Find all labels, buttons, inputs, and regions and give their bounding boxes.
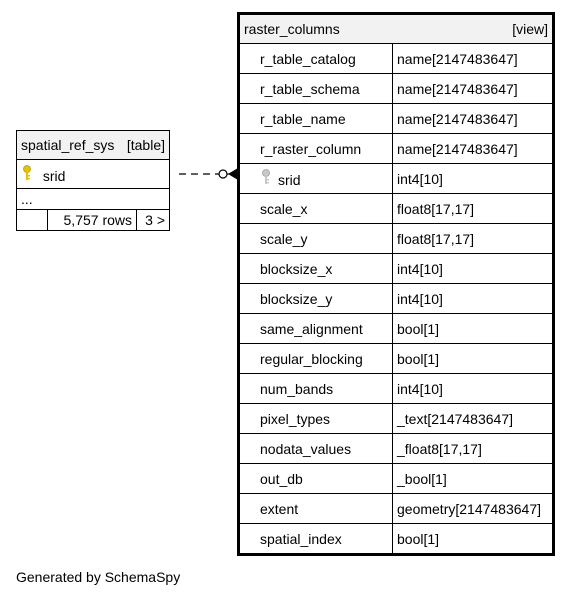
column-name-cell: spatial_index	[238, 523, 393, 555]
column-type: bool[1]	[392, 343, 554, 374]
column-name: scale_y	[260, 230, 308, 247]
column-name-cell: scale_y	[238, 223, 393, 254]
column-name-cell: pixel_types	[238, 403, 393, 434]
column-name: r_table_catalog	[260, 50, 356, 67]
column-row: nodata_values _float8[17,17]	[238, 433, 554, 464]
column-name: blocksize_x	[260, 260, 333, 277]
column-name: out_db	[260, 470, 303, 487]
column-row: scale_x float8[17,17]	[238, 193, 554, 224]
column-type: name[2147483647]	[392, 43, 554, 74]
column-row: extent geometry[2147483647]	[238, 493, 554, 524]
column-row: r_table_catalog name[2147483647]	[238, 43, 554, 74]
column-name-cell: srid	[238, 163, 393, 194]
column-name: pixel_types	[260, 410, 331, 427]
column-row: r_table_name name[2147483647]	[238, 103, 554, 134]
column-row: r_table_schema name[2147483647]	[238, 73, 554, 104]
column-name: same_alignment	[260, 320, 363, 337]
column-name-cell: nodata_values	[238, 433, 393, 464]
column-type: _bool[1]	[392, 463, 554, 494]
column-row: spatial_index bool[1]	[238, 523, 554, 555]
column-row: regular_blocking bool[1]	[238, 343, 554, 374]
table-header[interactable]: raster_columns [view]	[238, 13, 554, 44]
column-type: float8[17,17]	[392, 223, 554, 254]
column-row: same_alignment bool[1]	[238, 313, 554, 344]
column-name-cell: num_bands	[238, 373, 393, 404]
column-row: scale_y float8[17,17]	[238, 223, 554, 254]
column-type: float8[17,17]	[392, 193, 554, 224]
column-row: pixel_types _text[2147483647]	[238, 403, 554, 434]
column-type: name[2147483647]	[392, 133, 554, 164]
column-name-cell: r_raster_column	[238, 133, 393, 164]
column-name: blocksize_y	[260, 290, 333, 307]
column-type: bool[1]	[392, 523, 554, 555]
column-type: _text[2147483647]	[392, 403, 554, 434]
column-name-cell: regular_blocking	[238, 343, 393, 374]
column-row: num_bands int4[10]	[238, 373, 554, 404]
column-name: extent	[260, 500, 299, 517]
column-type: name[2147483647]	[392, 73, 554, 104]
column-type: int4[10]	[392, 163, 554, 194]
column-name: num_bands	[260, 380, 334, 397]
column-name-cell: r_table_schema	[238, 73, 393, 104]
column-name: r_table_name	[260, 110, 346, 127]
column-name-cell: out_db	[238, 463, 393, 494]
table-kind: [table]	[126, 137, 165, 153]
many-cardinality-marker	[228, 168, 238, 180]
column-name-cell: blocksize_y	[238, 283, 393, 314]
column-row: srid int4[10]	[238, 163, 554, 194]
column-name-cell: r_table_name	[238, 103, 393, 134]
table-name[interactable]: raster_columns	[244, 21, 340, 37]
primary-key-icon	[21, 164, 33, 184]
column-name-cell: scale_x	[238, 193, 393, 224]
column-name: spatial_index	[260, 530, 342, 547]
column-name: srid	[278, 172, 301, 188]
column-row: blocksize_y int4[10]	[238, 283, 554, 314]
column-type: name[2147483647]	[392, 103, 554, 134]
column-row: out_db _bool[1]	[238, 463, 554, 494]
column-name-cell: extent	[238, 493, 393, 524]
column-type: int4[10]	[392, 253, 554, 284]
column-name: regular_blocking	[260, 350, 363, 367]
column-name: r_table_schema	[260, 80, 360, 97]
column-type: bool[1]	[392, 313, 554, 344]
column-name: scale_x	[260, 200, 308, 217]
column-row: r_raster_column name[2147483647]	[238, 133, 554, 164]
table-name[interactable]: spatial_ref_sys	[21, 137, 115, 153]
spatial-ref-sys-table: spatial_ref_sys [table] srid ... 5,757 r…	[16, 130, 170, 231]
column-type: int4[10]	[392, 283, 554, 314]
column-name-cell: same_alignment	[238, 313, 393, 344]
column-type: geometry[2147483647]	[392, 493, 554, 524]
column-name: r_raster_column	[260, 140, 362, 157]
children-link[interactable]: 3 >	[136, 209, 170, 231]
column-name: nodata_values	[260, 440, 352, 457]
column-type: _float8[17,17]	[392, 433, 554, 464]
column-name: srid	[42, 167, 66, 184]
column-name-cell: r_table_catalog	[238, 43, 393, 74]
foreign-key-icon	[260, 169, 272, 188]
column-type: int4[10]	[392, 373, 554, 404]
zero-cardinality-marker	[218, 169, 228, 179]
generated-by-footer: Generated by SchemaSpy	[16, 569, 181, 585]
column-name-cell: blocksize_x	[238, 253, 393, 284]
table-kind: [view]	[512, 21, 548, 37]
column-row: blocksize_x int4[10]	[238, 253, 554, 284]
ellipsis: ...	[21, 191, 33, 207]
